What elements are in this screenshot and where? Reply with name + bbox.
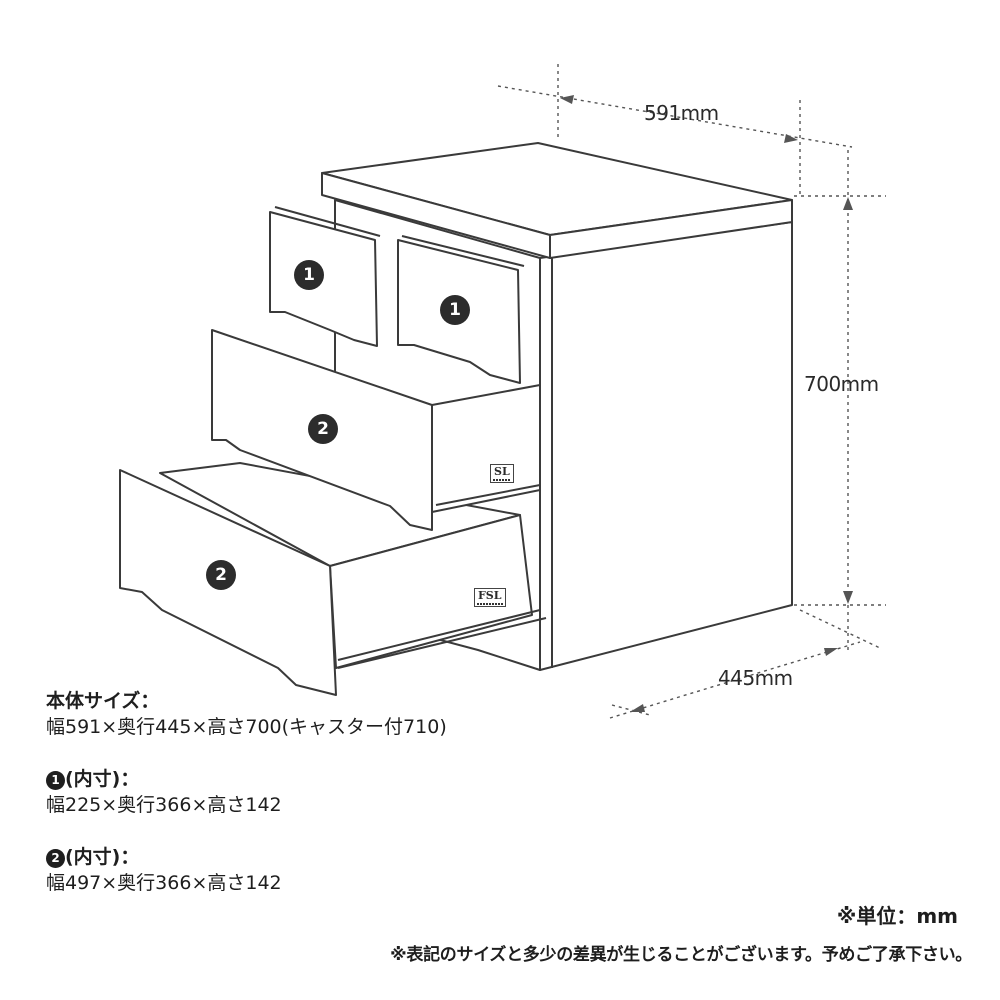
body-size-spec: 本体サイズ： 幅591×奥行445×高さ700(キャスター付710) bbox=[46, 688, 447, 740]
upper-right-drawer-top bbox=[401, 235, 525, 267]
upper-left-drawer-badge: 1 bbox=[294, 260, 324, 290]
slide-rail-tag-sl: SL bbox=[490, 464, 514, 483]
lower-drawer-badge: 2 bbox=[206, 560, 236, 590]
unit-note: ※単位：mm bbox=[836, 904, 958, 928]
lower-drawer-rail bbox=[337, 609, 541, 661]
drawer-1-value: 幅225×奥行366×高さ142 bbox=[46, 794, 282, 816]
width-arrow-right bbox=[784, 134, 798, 143]
depth-arrow-left bbox=[630, 704, 645, 712]
width-label: 591mm bbox=[644, 101, 719, 125]
middle-drawer-side bbox=[431, 384, 541, 513]
depth-label: 445mm bbox=[718, 666, 793, 690]
drawer-2-marker: 2 bbox=[46, 849, 65, 868]
drawer-2-heading-text: (内寸)： bbox=[65, 846, 140, 868]
upper-right-drawer-badge: 1 bbox=[440, 295, 470, 325]
lower-drawer-rail-2 bbox=[337, 617, 547, 669]
depth-extension-right bbox=[799, 609, 881, 649]
depth-arrow-right bbox=[824, 648, 838, 656]
size-disclaimer: ※表記のサイズと多少の差異が生じることがございます。予めご了承下さい。 bbox=[390, 945, 972, 965]
height-arrow-top bbox=[843, 197, 853, 210]
upper-left-drawer-top bbox=[274, 206, 381, 237]
top-board-side-edge bbox=[549, 199, 793, 259]
drawer-1-heading: 1(内寸)： bbox=[46, 766, 282, 792]
slide-rail-tag-fsl: FSL bbox=[474, 588, 506, 607]
body-size-value: 幅591×奥行445×高さ700(キャスター付710) bbox=[46, 716, 447, 738]
middle-drawer-badge: 2 bbox=[308, 414, 338, 444]
cabinet-side-panel bbox=[539, 221, 793, 671]
drawer-1-heading-text: (内寸)： bbox=[65, 768, 140, 790]
drawer-2-value: 幅497×奥行366×高さ142 bbox=[46, 872, 282, 894]
width-arrow-left bbox=[560, 95, 574, 104]
drawer-1-marker: 1 bbox=[46, 771, 65, 790]
drawer-2-heading: 2(内寸)： bbox=[46, 844, 282, 870]
height-label: 700mm bbox=[804, 372, 879, 396]
depth-dimension-line bbox=[609, 641, 861, 719]
drawer-2-spec: 2(内寸)： 幅497×奥行366×高さ142 bbox=[46, 844, 282, 896]
upper-left-drawer-front bbox=[269, 211, 378, 347]
drawer-1-spec: 1(内寸)： 幅225×奥行366×高さ142 bbox=[46, 766, 282, 818]
middle-drawer-rail bbox=[435, 484, 541, 506]
body-size-heading: 本体サイズ： bbox=[46, 690, 160, 712]
height-arrow-bottom bbox=[843, 591, 853, 604]
